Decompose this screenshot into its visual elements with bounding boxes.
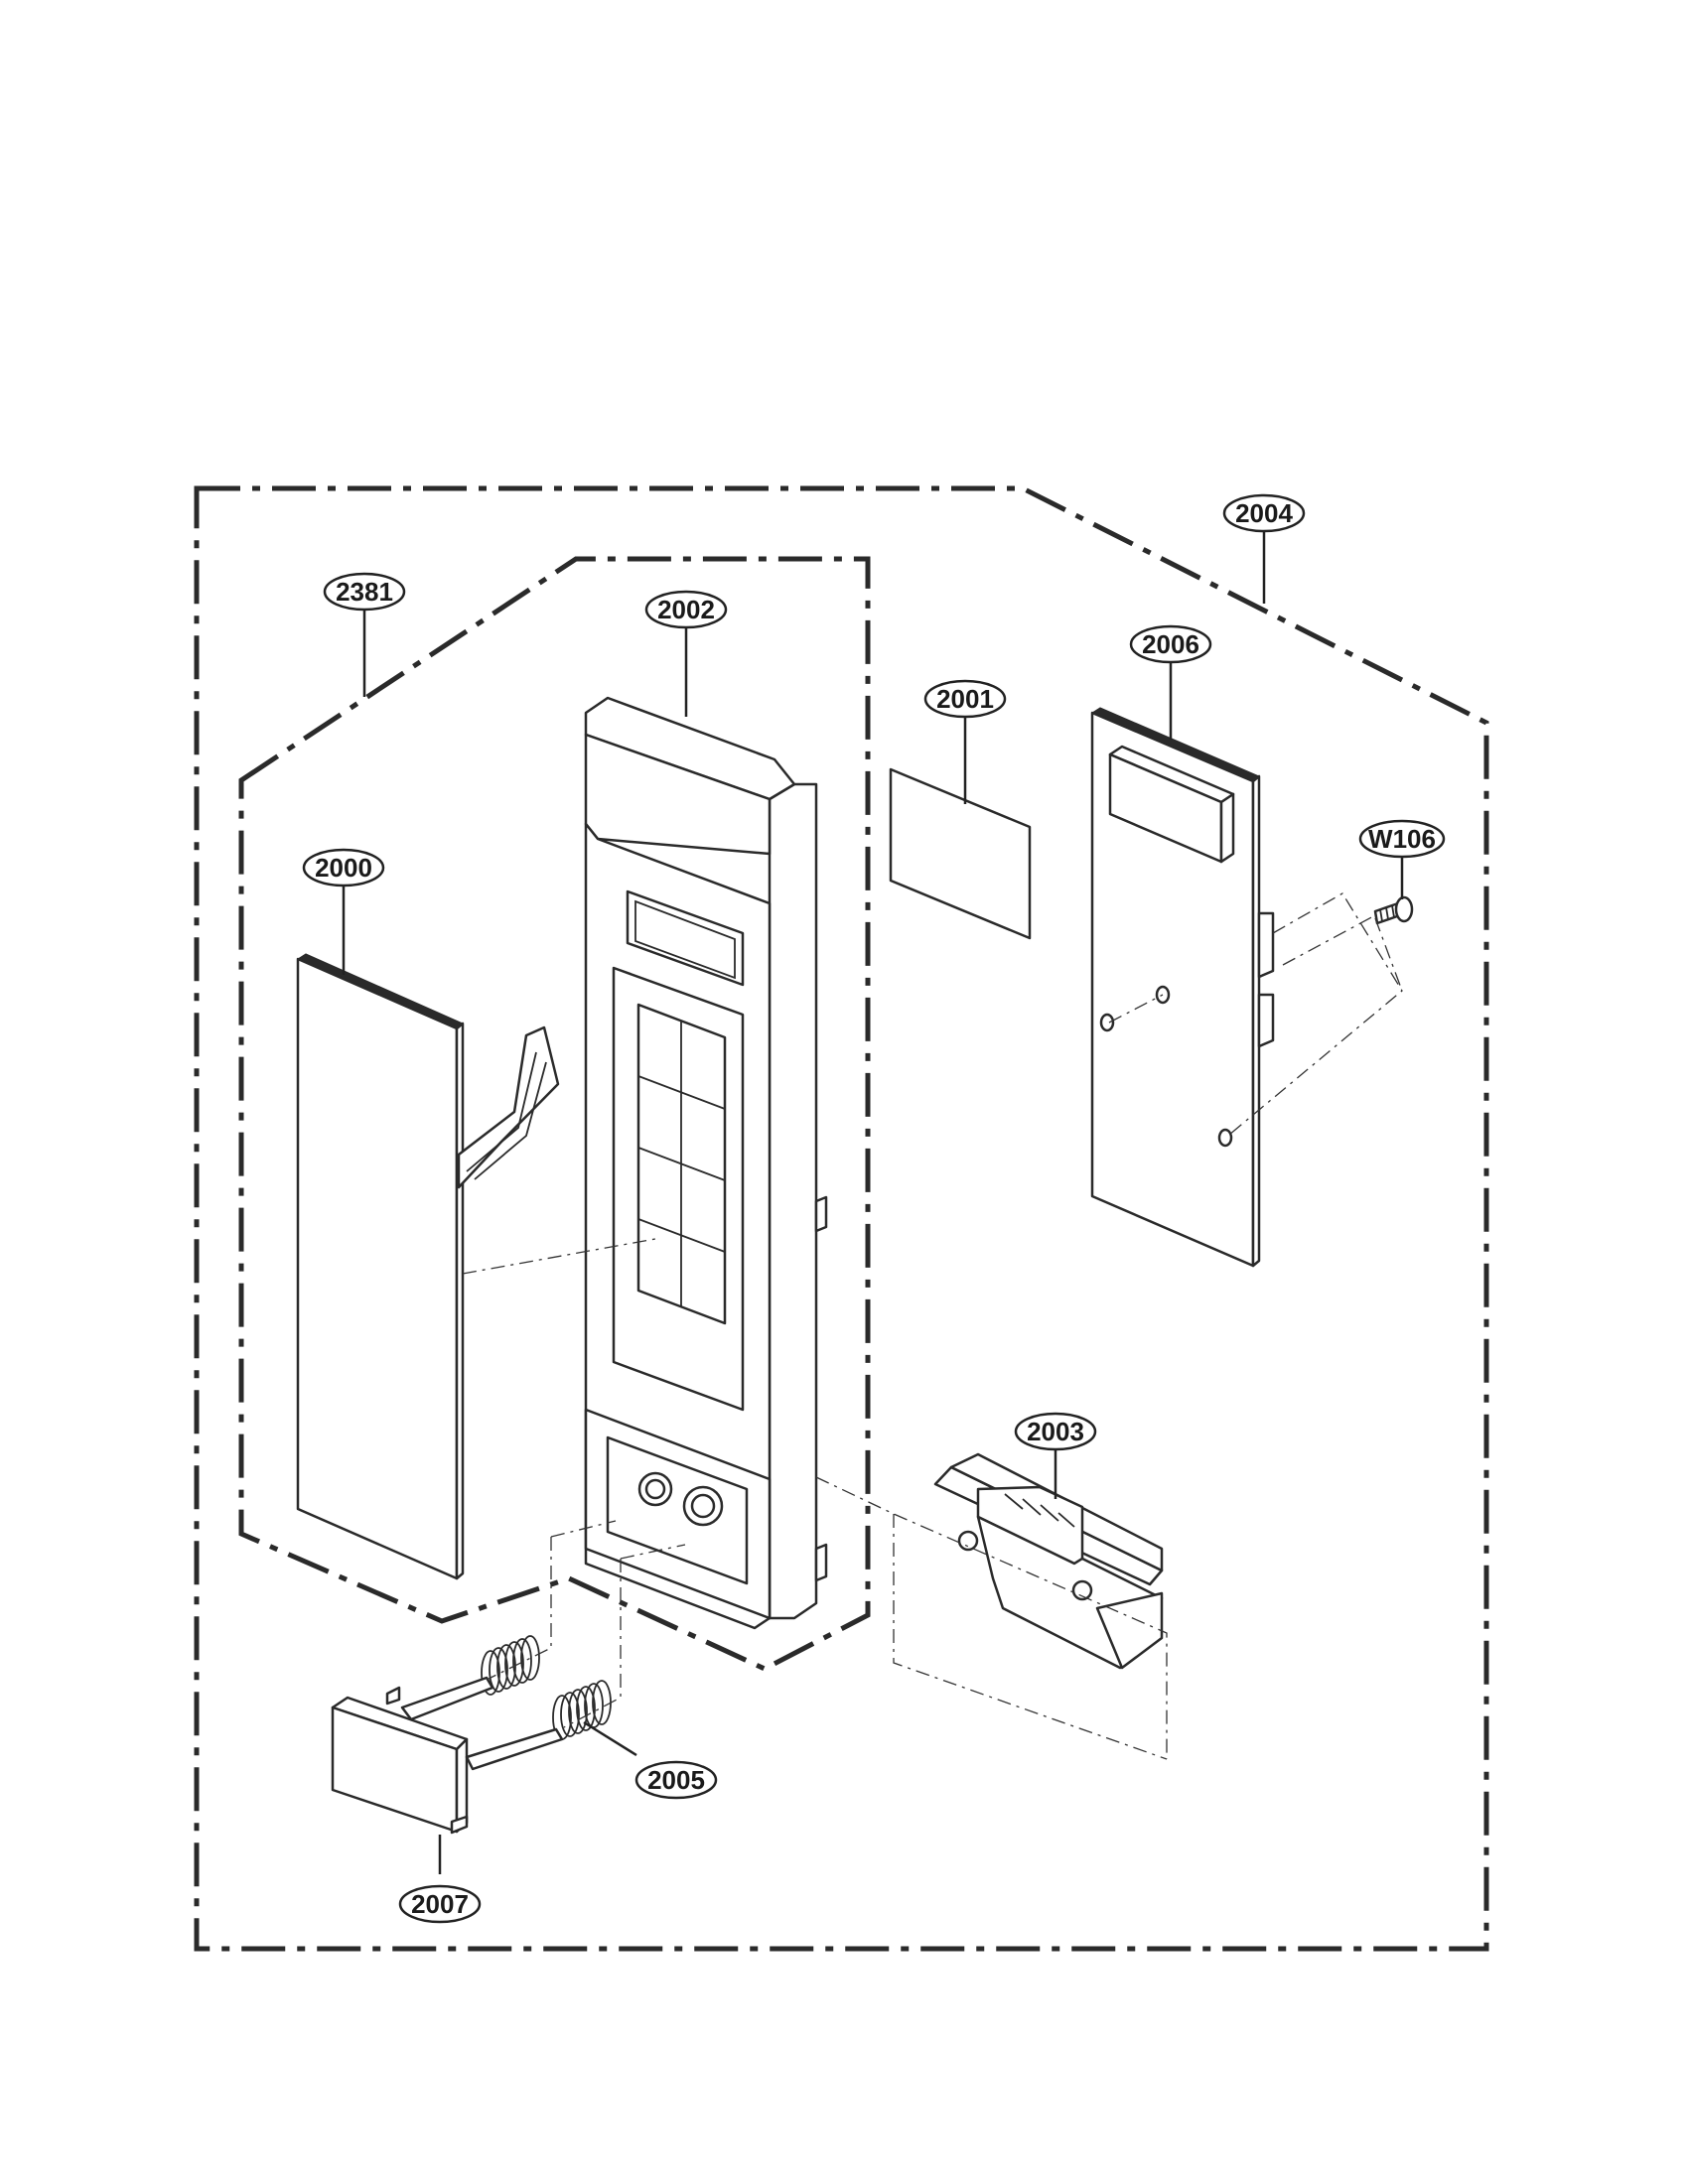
membrane-sheet-2000 <box>296 953 560 1580</box>
callout-label-2001: 2001 <box>936 684 994 714</box>
callout-label-2381: 2381 <box>336 577 393 607</box>
callout-label-2007: 2007 <box>411 1889 469 1919</box>
callout-2001: 2001 <box>923 679 1007 719</box>
spring-upper <box>481 1635 540 1696</box>
callout-2005: 2005 <box>634 1760 718 1800</box>
assembly-lines <box>462 892 1403 1760</box>
callout-label-w106: W106 <box>1368 824 1436 854</box>
subassembly-boundary-2381 <box>238 556 871 1672</box>
callout-2002: 2002 <box>644 590 728 629</box>
callout-label-2006: 2006 <box>1142 629 1199 659</box>
callout-w106: W106 <box>1358 819 1446 859</box>
assembly-boundary-2004 <box>194 485 1489 1952</box>
callout-2006: 2006 <box>1129 624 1212 664</box>
door-button-2007 <box>331 1676 564 1835</box>
callout-label-2002: 2002 <box>657 595 715 624</box>
callout-2000: 2000 <box>302 848 385 887</box>
pcb-2006 <box>1090 707 1275 1268</box>
callout-2003: 2003 <box>1014 1412 1097 1451</box>
springs-2005 <box>481 1635 612 1740</box>
callout-label-2004: 2004 <box>1235 498 1293 528</box>
control-frame-2002 <box>584 696 828 1630</box>
callout-label-2003: 2003 <box>1027 1417 1084 1446</box>
callout-2381: 2381 <box>323 572 406 612</box>
spring-lower <box>552 1680 612 1740</box>
callout-2007: 2007 <box>398 1884 482 1924</box>
screw-w106 <box>1373 895 1414 925</box>
callout-2004: 2004 <box>1222 493 1306 533</box>
latch-lever-2003 <box>933 1452 1164 1670</box>
callout-label-2000: 2000 <box>315 853 372 883</box>
display-lens-2001 <box>889 767 1032 940</box>
callout-label-2005: 2005 <box>647 1765 705 1795</box>
leader-lines <box>342 531 1404 1874</box>
